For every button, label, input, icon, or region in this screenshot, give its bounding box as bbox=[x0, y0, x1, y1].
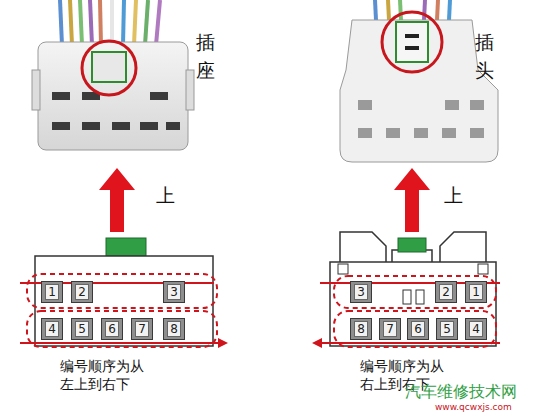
text-label: www.qcwxjs.com bbox=[435, 401, 541, 413]
text-label: 上 bbox=[156, 183, 186, 207]
plug-photo bbox=[340, 12, 498, 162]
pin-number: 6 bbox=[105, 321, 119, 337]
pin-box: 2 bbox=[71, 281, 93, 303]
up-arrow bbox=[394, 168, 430, 232]
pin-box: 7 bbox=[131, 318, 153, 340]
pin-number: 3 bbox=[167, 284, 181, 300]
pin-box: 1 bbox=[41, 281, 63, 303]
pin-number: 8 bbox=[167, 321, 181, 337]
text-label: 汽车维修技术网 bbox=[405, 382, 541, 402]
pin-box: 6 bbox=[101, 318, 123, 340]
pin-number: 7 bbox=[383, 321, 397, 337]
pin-number: 5 bbox=[75, 321, 89, 337]
pin-number: 5 bbox=[440, 321, 454, 337]
pin-box: 2 bbox=[435, 281, 457, 303]
pin-box: 8 bbox=[350, 318, 372, 340]
socket-photo bbox=[32, 41, 194, 150]
pin-box: 5 bbox=[71, 318, 93, 340]
text-label: 插座 bbox=[196, 28, 218, 84]
wire-bundle bbox=[60, 0, 160, 45]
pin-box: 4 bbox=[465, 318, 487, 340]
pin-number: 3 bbox=[354, 284, 368, 300]
pin-box: 4 bbox=[41, 318, 63, 340]
pin-number: 7 bbox=[135, 321, 149, 337]
pin-box: 5 bbox=[436, 318, 458, 340]
socket-schematic bbox=[20, 238, 228, 348]
pin-box: 7 bbox=[379, 318, 401, 340]
pin-box: 1 bbox=[465, 281, 487, 303]
text-label: 编号顺序为从 左上到右下 bbox=[60, 357, 160, 393]
pin-box: 8 bbox=[163, 318, 185, 340]
text-label: 插头 bbox=[475, 28, 497, 84]
pin-box: 6 bbox=[407, 318, 429, 340]
pin-number: 4 bbox=[45, 321, 59, 337]
pin-number: 2 bbox=[439, 284, 453, 300]
pin-number: 8 bbox=[354, 321, 368, 337]
pin-box: 3 bbox=[163, 281, 185, 303]
pin-number: 1 bbox=[45, 284, 59, 300]
pin-number: 4 bbox=[469, 321, 483, 337]
pin-box: 3 bbox=[350, 281, 372, 303]
wire-bundle bbox=[375, 0, 450, 20]
pin-number: 1 bbox=[469, 284, 483, 300]
up-arrow bbox=[99, 168, 135, 232]
plug-schematic bbox=[312, 232, 500, 348]
pin-number: 2 bbox=[75, 284, 89, 300]
pin-number: 6 bbox=[411, 321, 425, 337]
text-label: 上 bbox=[444, 183, 474, 207]
